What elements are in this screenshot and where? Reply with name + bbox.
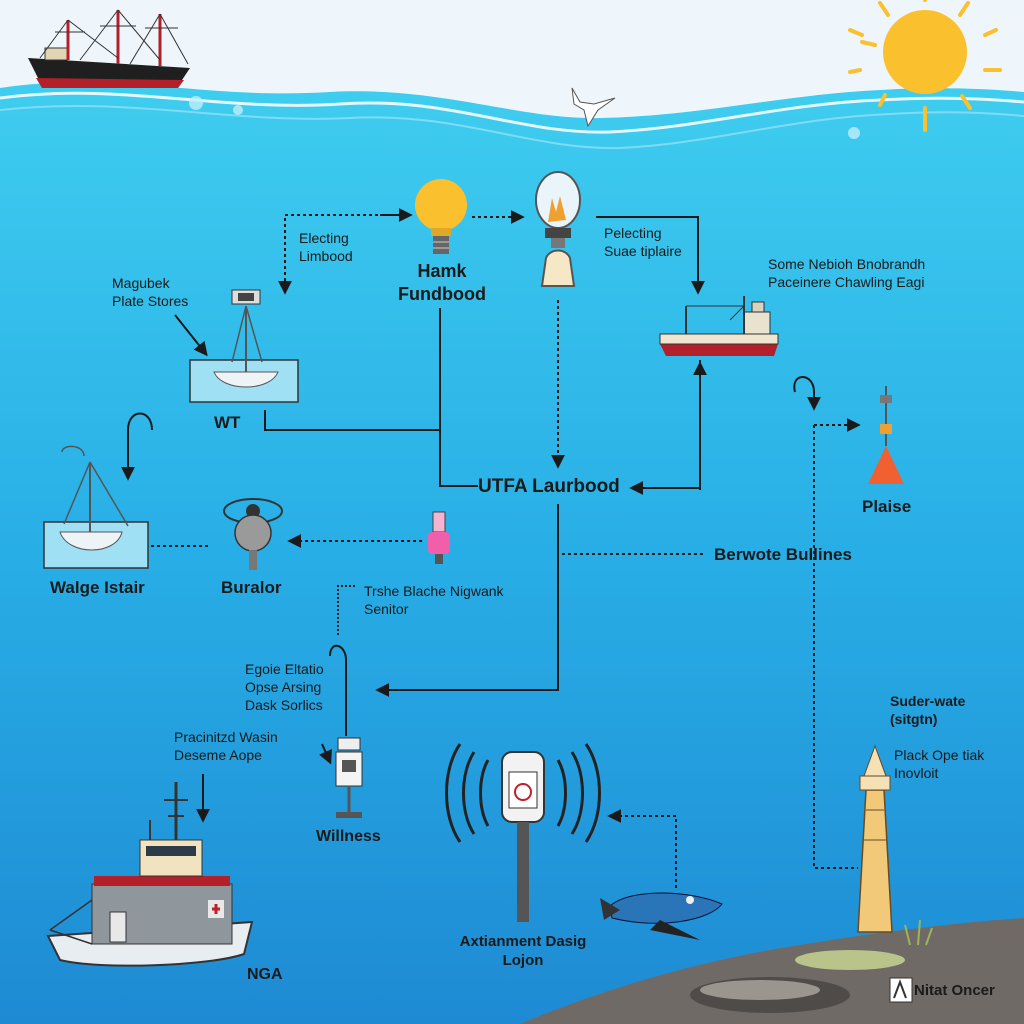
sensor-icon: [223, 498, 283, 570]
lamp-icon: [535, 171, 581, 287]
platform-icon: [189, 289, 299, 403]
ship-icon: [28, 9, 190, 88]
arrow-magubek: [174, 314, 208, 357]
line-hub-egoie: [375, 504, 559, 697]
arrow-lamp-ship: [596, 216, 705, 295]
sailboat-icon: [43, 445, 149, 569]
lightbulb-icon: [415, 179, 467, 254]
watermark-icon: [889, 977, 913, 1003]
boat-icon: [46, 782, 254, 967]
arrow-electing-loop: [278, 214, 408, 295]
line-hub-down: [439, 430, 478, 487]
flask-icon: [428, 511, 450, 564]
label-wt: WT: [214, 413, 241, 432]
wave-sensor-icon: [445, 743, 601, 922]
arrow-hook-plaise: [793, 376, 821, 411]
watermark-text: Nitat Oncer: [914, 982, 995, 999]
cargo-ship-icon: [659, 296, 779, 356]
arrow-probe: [319, 743, 332, 765]
label-utfa: UTFA Laurbood: [478, 476, 620, 497]
label-nga: NGA: [247, 966, 283, 983]
diver-icon: [600, 892, 723, 940]
label-plaise: Plaise: [862, 497, 912, 516]
line-wt-hub: [264, 308, 441, 431]
label-buralor: Buralor: [221, 578, 282, 597]
line-trshe: [337, 585, 355, 636]
label-willness: Willness: [316, 828, 381, 845]
label-suder: Suder-wate(sitgtn): [890, 693, 966, 727]
lighthouse-icon: [857, 744, 893, 933]
label-walge: Walge Istair: [50, 578, 145, 597]
buoy-icon: [868, 386, 904, 484]
arrow-willness: [329, 645, 347, 736]
seagull-icon: [571, 87, 616, 128]
sun-icon: [848, 0, 1002, 132]
seaweed-icon: [904, 919, 933, 946]
arrow-diver-sensor: [607, 809, 677, 888]
wave-line-2: [0, 105, 1024, 150]
arrow-hook-left: [121, 412, 153, 481]
label-berwote: Berwote Bullines: [714, 545, 852, 564]
probe-icon: [335, 737, 363, 818]
